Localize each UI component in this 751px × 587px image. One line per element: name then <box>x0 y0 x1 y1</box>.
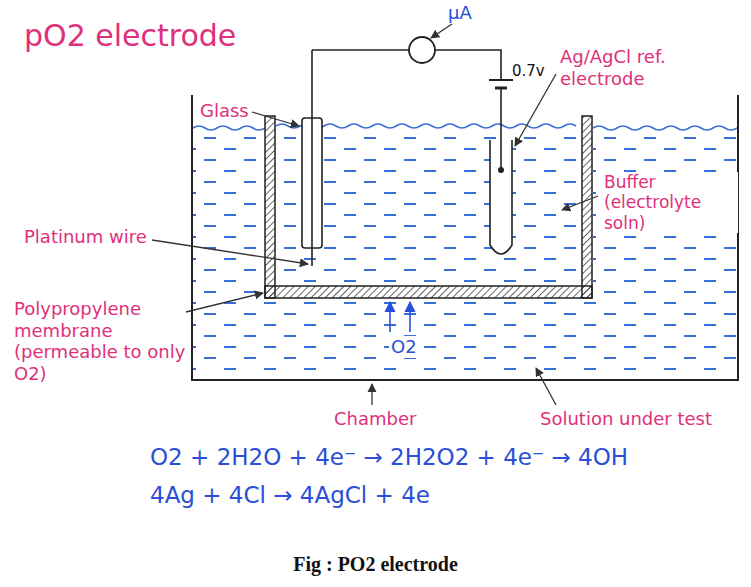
voltage-label: 0.7v <box>512 62 545 80</box>
meter-label: μA <box>448 2 472 24</box>
part-label: Glass <box>200 100 249 122</box>
figure-caption: Fig : PO2 electrode <box>293 552 458 576</box>
part-label: Polypropylene membrane (permeable to onl… <box>14 298 186 384</box>
reaction-equation: O2 + 2H2O + 4e⁻ → 2H2O2 + 4e⁻ → 4OH <box>150 444 628 472</box>
part-label: Buffer (electrolyte soln) <box>602 172 738 233</box>
inner-cell-wall <box>265 116 592 298</box>
electrode-label: Ag/AgCl ref. electrode <box>560 46 740 89</box>
gas-label: O2 <box>389 336 419 358</box>
part-label: Platinum wire <box>24 226 147 248</box>
reaction-equation: 4Ag + 4Cl → 4AgCl + 4e <box>150 482 430 510</box>
diagram-title: pO2 electrode <box>24 18 236 54</box>
polypropylene-membrane <box>265 286 592 298</box>
part-label: Chamber <box>334 408 416 430</box>
leader-line <box>152 24 598 405</box>
battery-symbol <box>489 80 513 88</box>
platinum-wire <box>311 50 313 266</box>
circuit-wire <box>312 50 501 172</box>
outer-chamber <box>192 95 738 380</box>
oxygen-flow-arrow <box>390 302 410 332</box>
part-label: Solution under test <box>540 408 740 430</box>
microammeter <box>409 37 435 63</box>
